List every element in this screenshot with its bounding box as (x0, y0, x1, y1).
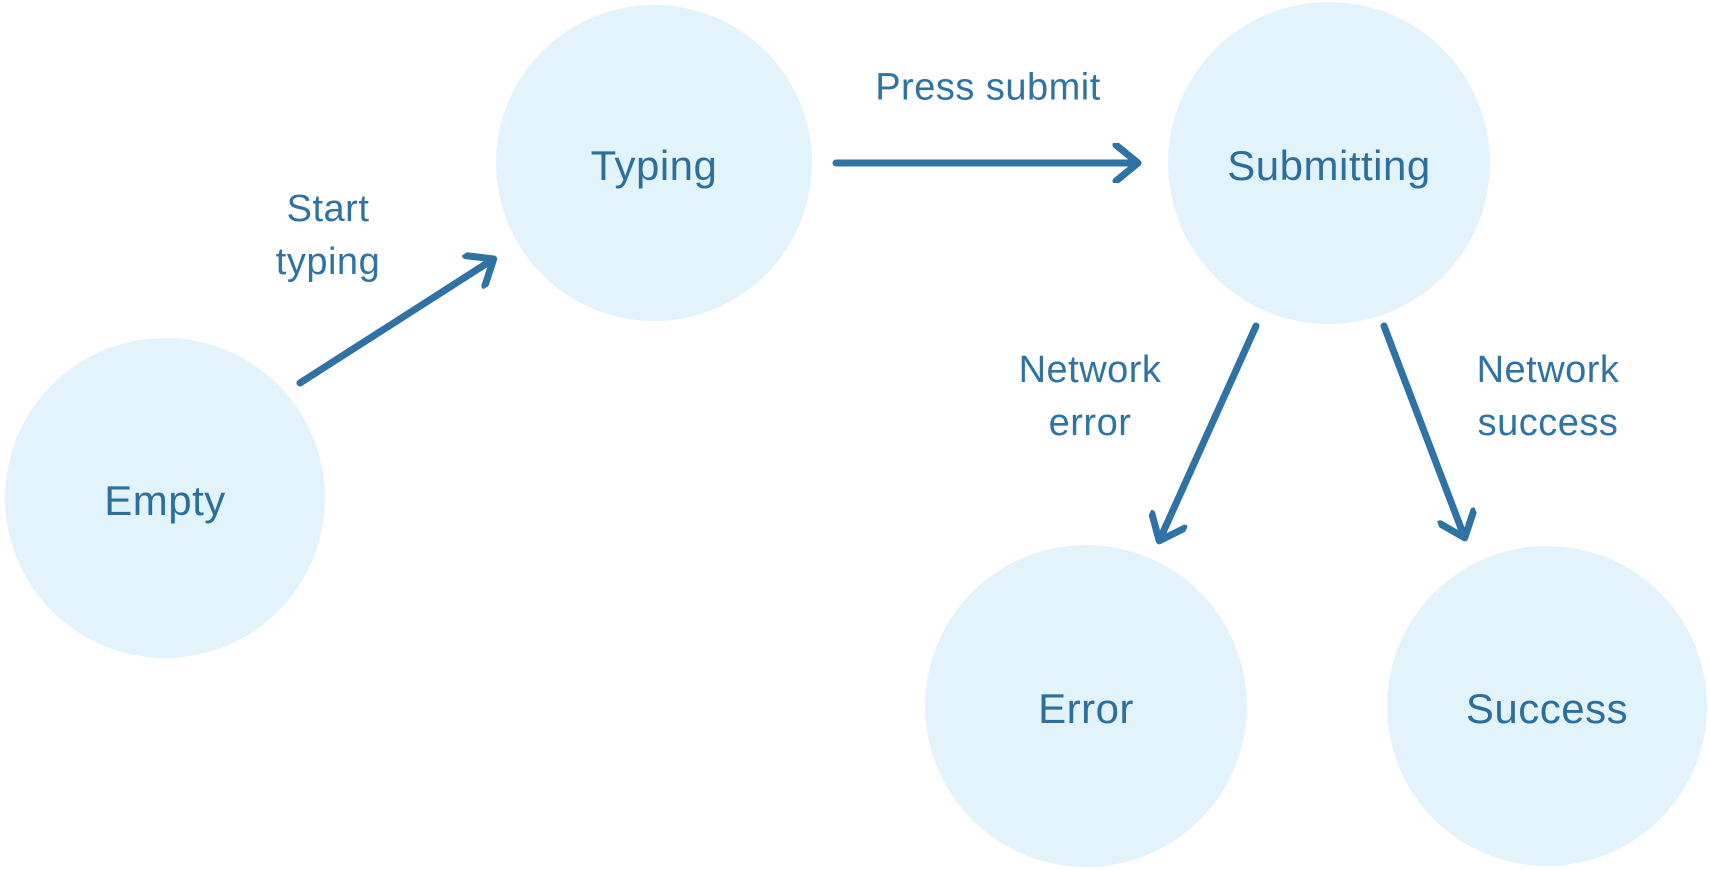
edge-label-line: error (1048, 402, 1132, 444)
edge-label-line: success (1477, 402, 1619, 444)
node-typing-label: Typing (590, 142, 718, 189)
edge-label-network-error: Network error (1019, 344, 1162, 450)
edge-label-line: Network (1018, 349, 1162, 391)
edge-label-line: typing (275, 241, 381, 283)
node-empty-label: Empty (104, 477, 226, 524)
node-submitting: Submitting (1168, 2, 1490, 324)
edge-label-line: Start (286, 188, 370, 230)
node-success: Success (1387, 546, 1707, 866)
edge-arrow-network-error (1160, 322, 1260, 539)
edge-label-line: Network (1476, 349, 1620, 391)
edge-label-press-submit: Press submit (875, 62, 1101, 115)
node-error-label: Error (1038, 685, 1134, 732)
node-success-label: Success (1465, 685, 1629, 732)
node-typing: Typing (496, 5, 812, 321)
edge-label-start-typing: Start typing (276, 183, 380, 289)
node-submitting-label: Submitting (1227, 142, 1431, 189)
edge-label-line: Press submit (875, 66, 1101, 109)
edge-label-network-success: Network success (1477, 344, 1620, 450)
node-empty: Empty (5, 338, 325, 658)
edge-arrow-network-success (1380, 322, 1464, 536)
node-error: Error (925, 545, 1247, 867)
